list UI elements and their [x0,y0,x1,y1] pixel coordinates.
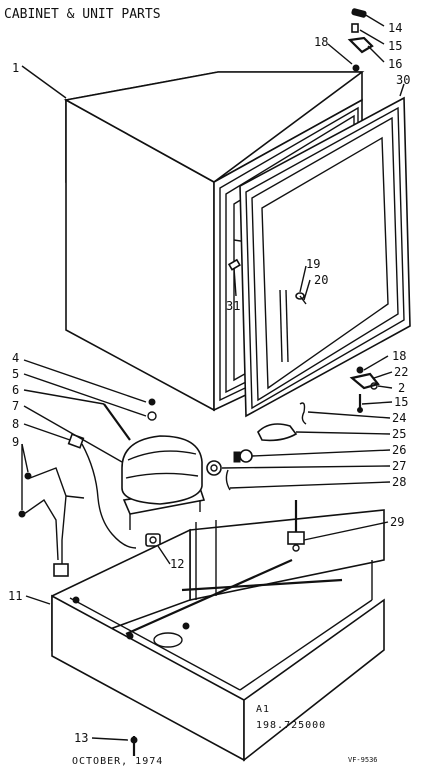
callout-18-lower: 18 [392,349,406,363]
callout-8: 8 [12,417,19,431]
callout-6: 6 [12,383,19,397]
base-pan [51,509,385,762]
callout-15-lower: 15 [394,395,408,409]
leveling-foot [130,736,138,756]
callout-2: 2 [398,381,405,395]
wiring-harness [18,467,85,577]
print-date: OCTOBER, 1974 [72,756,163,767]
compressor [121,435,206,547]
cover-parts [206,402,307,491]
drawing-code: VF-9536 [348,756,378,764]
callout-13: 13 [74,731,88,745]
callout-5: 5 [12,367,19,381]
callout-14: 14 [388,21,402,35]
diagram-title: CABINET & UNIT PARTS [4,7,161,22]
callout-20: 20 [314,273,328,287]
callout-19: 19 [306,257,320,271]
callout-15: 15 [388,39,402,53]
callout-26: 26 [392,443,406,457]
upper-hinge-parts [347,8,374,72]
callout-31: 31 [226,299,240,313]
drain-bracket [287,500,305,552]
model-number: 198.725000 [256,720,326,731]
callout-labels: 1 14 15 16 18 30 19 20 31 4 5 6 7 8 9 18… [8,21,410,745]
callout-9: 9 [12,435,19,449]
callout-12: 12 [170,557,184,571]
door-hardware [227,258,307,305]
model-line-1: A1 [256,704,270,715]
callout-30: 30 [396,73,410,87]
lower-hinge-parts [349,366,380,413]
callout-25: 25 [392,427,406,441]
door-gasket [239,96,411,418]
callout-28: 28 [392,475,406,489]
callout-24: 24 [392,411,406,425]
relay-parts [67,398,157,549]
callout-18: 18 [314,35,328,49]
callout-29: 29 [390,515,404,529]
callout-22: 22 [394,365,408,379]
callout-27: 27 [392,459,406,473]
callout-16: 16 [388,57,402,71]
callout-11: 11 [8,589,22,603]
leader-lines [21,13,405,741]
callout-1: 1 [12,61,19,75]
callout-4: 4 [12,351,19,365]
callout-7: 7 [12,399,19,413]
